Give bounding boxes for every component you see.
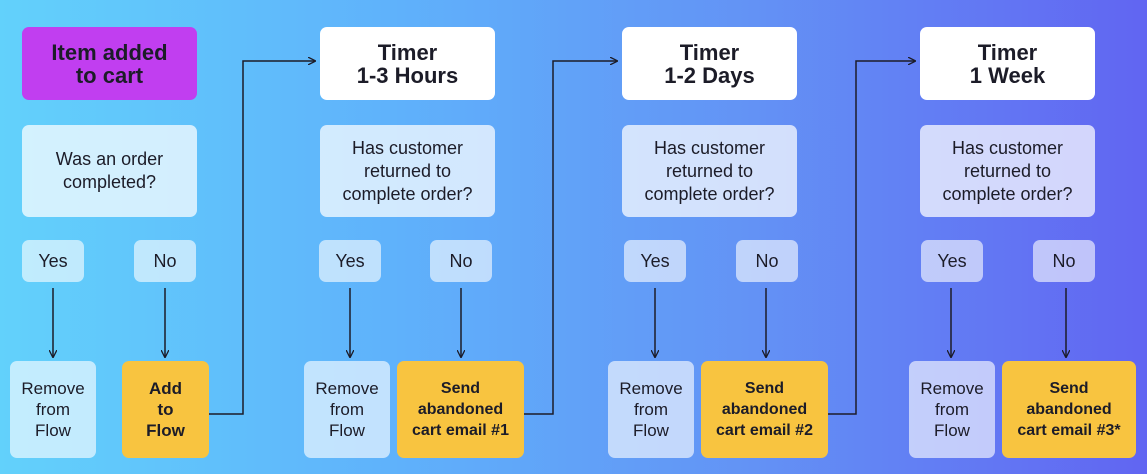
start-box-label: Item added to cart: [51, 39, 168, 88]
yes-box-1: Yes: [22, 240, 84, 282]
outcome-text: Remove from Flow: [619, 379, 683, 440]
yes-label: Yes: [640, 250, 670, 271]
question-text: Has customer returned to complete order?: [644, 137, 775, 204]
timer-box-1-2-days: Timer 1-2 Days: [622, 27, 797, 100]
outcome-text: Remove from Flow: [21, 379, 85, 440]
yes-label: Yes: [937, 250, 967, 271]
question-text: Was an order completed?: [55, 149, 164, 192]
action-text: Send abandoned cart email #3*: [1017, 380, 1121, 439]
remove-from-flow-box-3: Remove from Flow: [608, 361, 694, 458]
yes-box-4: Yes: [921, 240, 983, 282]
timer-label: Timer 1-2 Days: [664, 39, 755, 88]
yes-box-3: Yes: [624, 240, 686, 282]
question-text: Has customer returned to complete order?: [942, 137, 1073, 204]
no-label: No: [1052, 250, 1076, 271]
action-text: Add to Flow: [146, 379, 185, 440]
remove-from-flow-box-2: Remove from Flow: [304, 361, 390, 458]
action-text: Send abandoned cart email #1: [412, 380, 509, 439]
yes-box-2: Yes: [319, 240, 381, 282]
no-box-2: No: [430, 240, 492, 282]
question-box-1: Was an order completed?: [22, 125, 197, 217]
send-email-2-box: Send abandoned cart email #2: [701, 361, 828, 458]
no-label: No: [755, 250, 779, 271]
remove-from-flow-box-4: Remove from Flow: [909, 361, 995, 458]
question-box-4: Has customer returned to complete order?: [920, 125, 1095, 217]
send-email-3-box: Send abandoned cart email #3*: [1002, 361, 1136, 458]
no-label: No: [153, 250, 177, 271]
add-to-flow-box: Add to Flow: [122, 361, 209, 458]
timer-box-1-3-hours: Timer 1-3 Hours: [320, 27, 495, 100]
timer-label: Timer 1 Week: [969, 39, 1046, 88]
connector-email-2-to-timer-3: [828, 61, 915, 415]
no-box-1: No: [134, 240, 196, 282]
yes-label: Yes: [38, 250, 68, 271]
remove-from-flow-box-1: Remove from Flow: [10, 361, 96, 458]
start-box-item-added: Item added to cart: [22, 27, 197, 100]
no-box-3: No: [736, 240, 798, 282]
no-label: No: [449, 250, 473, 271]
question-box-2: Has customer returned to complete order?: [320, 125, 495, 217]
send-email-1-box: Send abandoned cart email #1: [397, 361, 524, 458]
yes-label: Yes: [335, 250, 365, 271]
connector-add-to-timer-1: [209, 61, 315, 415]
timer-box-1-week: Timer 1 Week: [920, 27, 1095, 100]
question-box-3: Has customer returned to complete order?: [622, 125, 797, 217]
action-text: Send abandoned cart email #2: [716, 380, 813, 439]
question-text: Has customer returned to complete order?: [342, 137, 473, 204]
connector-email-1-to-timer-2: [524, 61, 617, 415]
timer-label: Timer 1-3 Hours: [356, 39, 459, 88]
outcome-text: Remove from Flow: [315, 379, 379, 440]
outcome-text: Remove from Flow: [920, 379, 984, 440]
no-box-4: No: [1033, 240, 1095, 282]
